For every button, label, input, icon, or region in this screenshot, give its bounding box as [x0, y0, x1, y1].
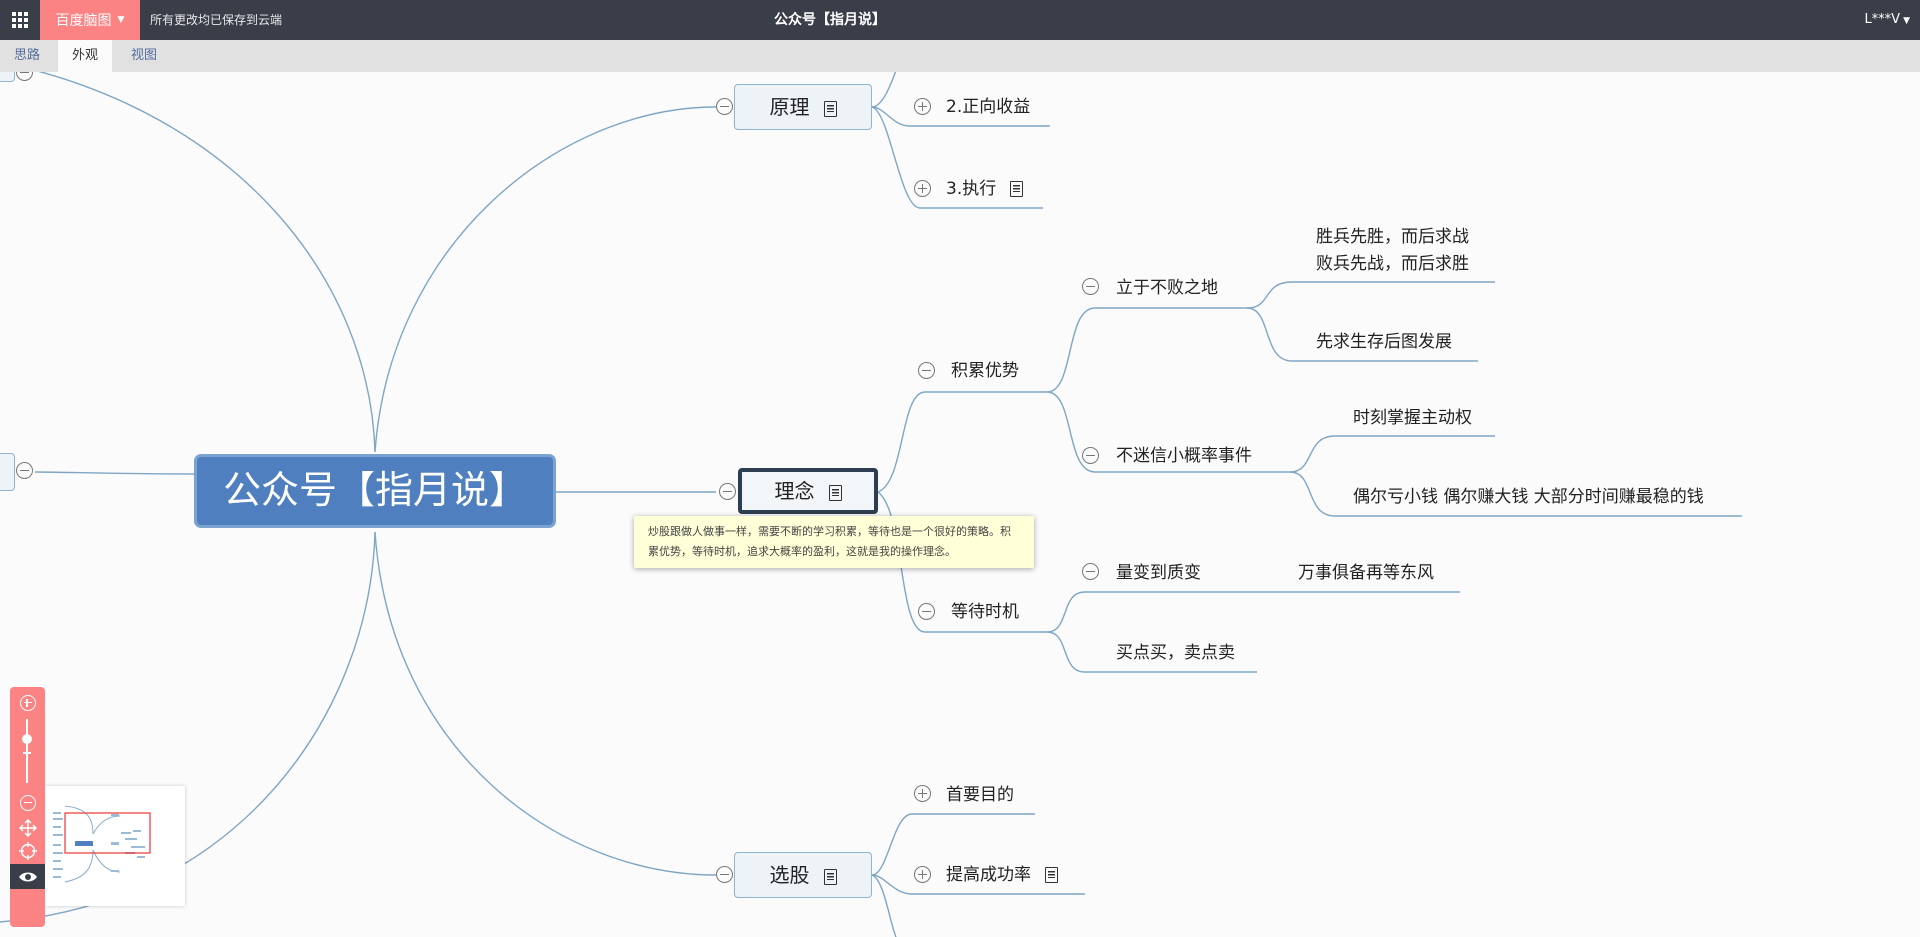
top-bar: 百度脑图▼ 所有更改均已保存到云端 公众号【指月说】 L***V▼ — [0, 0, 1920, 40]
zoom-out-icon — [19, 795, 36, 811]
note-icon[interactable] — [828, 484, 842, 501]
subtopic-primary-goal[interactable]: 首要目的 — [946, 785, 1014, 805]
zoom-slider-handle[interactable] — [22, 734, 32, 744]
collapse-toggle[interactable] — [1082, 563, 1099, 580]
chevron-down-icon: ▼ — [117, 15, 125, 25]
zoom-toolbar — [10, 687, 45, 927]
leaf-steady-money[interactable]: 偶尔亏小钱 偶尔赚大钱 大部分时间赚最稳的钱 — [1353, 487, 1704, 507]
topic-concept-label: 理念 — [774, 479, 815, 503]
tab-bar: 思路 外观 视图 — [0, 40, 1920, 72]
leaf-east-wind[interactable]: 万事俱备再等东风 — [1298, 563, 1434, 583]
collapse-toggle[interactable] — [719, 483, 736, 500]
navigator-minimap[interactable] — [45, 786, 185, 906]
root-node[interactable]: 公众号【指月说】 — [194, 454, 556, 528]
tab-view[interactable]: 视图 — [131, 48, 158, 63]
leaf-survive-first[interactable]: 先求生存后图发展 — [1316, 332, 1452, 352]
leaf-initiative[interactable]: 时刻掌握主动权 — [1353, 408, 1472, 428]
expand-toggle[interactable] — [914, 180, 931, 197]
zoom-in-button[interactable] — [10, 695, 45, 711]
user-name: L***V — [1864, 12, 1901, 27]
move-arrows-icon — [18, 819, 37, 837]
expand-toggle[interactable] — [914, 866, 931, 883]
partial-left-node[interactable] — [0, 72, 15, 82]
collapse-toggle[interactable] — [716, 866, 733, 883]
save-status: 所有更改均已保存到云端 — [150, 13, 283, 27]
document-title: 公众号【指月说】 — [774, 12, 886, 28]
user-menu[interactable]: L***V▼ — [1864, 0, 1910, 40]
topic-concept[interactable]: 理念 — [738, 468, 878, 514]
topic-stock-pick-label: 选股 — [769, 863, 810, 887]
drag-mode-button[interactable] — [10, 819, 45, 837]
note-icon[interactable] — [823, 868, 837, 885]
collapse-toggle[interactable] — [1082, 447, 1099, 464]
partial-left-node[interactable] — [0, 453, 15, 491]
mindmap-canvas[interactable]: 公众号【指月说】 原理 2.正向收益 3.执行 理念 积累优势 立于不败之地 胜… — [0, 72, 1920, 937]
subtopic-no-small-probability[interactable]: 不迷信小概率事件 — [1116, 446, 1252, 466]
chevron-down-icon: ▼ — [1903, 16, 1910, 26]
note-icon[interactable] — [1045, 867, 1058, 883]
eye-icon — [18, 872, 37, 881]
locate-center-button[interactable] — [10, 842, 45, 860]
subtopic-accumulate-advantage[interactable]: 积累优势 — [951, 361, 1019, 381]
root-node-label: 公众号【指月说】 — [222, 468, 527, 512]
subtopic-buy-sell[interactable]: 买点买，卖点卖 — [1116, 643, 1235, 663]
collapse-toggle[interactable] — [918, 362, 935, 379]
collapse-toggle[interactable] — [1082, 278, 1099, 295]
subtopic-success-rate[interactable]: 提高成功率 — [946, 862, 1058, 888]
target-icon — [18, 842, 37, 860]
navigator-toggle-button[interactable] — [10, 864, 45, 889]
brand-menu-button[interactable]: 百度脑图 ▼ — [40, 0, 140, 40]
note-tooltip: 炒股跟做人做事一样，需要不断的学习积累，等待也是一个很好的策略。积累优势，等待时… — [634, 516, 1034, 568]
subtopic-success-rate-label: 提高成功率 — [946, 865, 1031, 885]
expand-toggle[interactable] — [914, 98, 931, 115]
subtopic-invincible[interactable]: 立于不败之地 — [1116, 278, 1218, 298]
zoom-in-icon — [19, 695, 36, 711]
note-icon[interactable] — [1010, 181, 1024, 197]
minimap-preview — [53, 805, 151, 883]
collapse-toggle[interactable] — [918, 603, 935, 620]
brand-label: 百度脑图 — [55, 13, 112, 29]
leaf-win-first[interactable]: 胜兵先胜，而后求战 — [1316, 227, 1469, 247]
subtopic-quantity-to-quality[interactable]: 量变到质变 — [1116, 563, 1201, 583]
expand-toggle[interactable] — [914, 785, 931, 802]
zoom-slider-track[interactable] — [26, 719, 28, 783]
tab-appearance[interactable]: 外观 — [58, 40, 113, 72]
subtopic-execution-label: 3.执行 — [946, 179, 997, 199]
collapse-toggle[interactable] — [16, 462, 33, 479]
leaf-lose-first[interactable]: 败兵先战，而后求胜 — [1316, 254, 1469, 274]
zoom-slider-tick — [23, 752, 31, 754]
subtopic-positive-return[interactable]: 2.正向收益 — [946, 97, 1031, 117]
topic-stock-pick[interactable]: 选股 — [734, 852, 872, 898]
topic-principle-label: 原理 — [769, 95, 810, 119]
mindmap-links — [0, 72, 1742, 937]
apps-menu-icon[interactable] — [0, 0, 40, 40]
zoom-out-button[interactable] — [10, 795, 45, 811]
tab-ideas[interactable]: 思路 — [14, 48, 41, 63]
topic-principle[interactable]: 原理 — [734, 84, 872, 130]
note-icon[interactable] — [823, 100, 837, 117]
subtopic-wait-timing[interactable]: 等待时机 — [951, 602, 1019, 622]
collapse-toggle[interactable] — [716, 98, 733, 115]
subtopic-execution[interactable]: 3.执行 — [946, 176, 1024, 202]
